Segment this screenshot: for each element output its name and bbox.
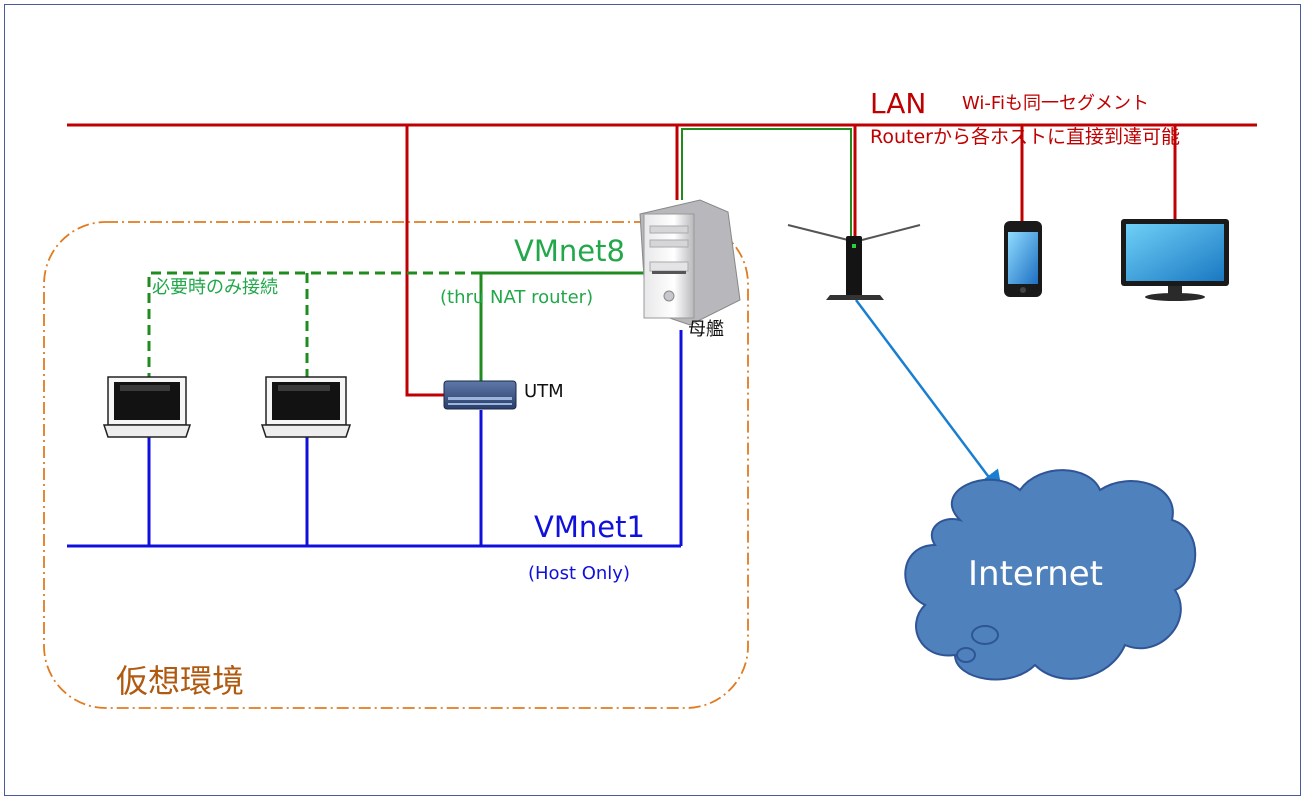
lan-reachability-note: Routerから各ホストに直接到達可能 bbox=[870, 126, 1180, 148]
lan-wifi-note: Wi-Fiも同一セグメント bbox=[962, 93, 1149, 114]
vmnet1-network bbox=[67, 330, 683, 548]
vmnet8-upstream-links bbox=[681, 128, 852, 238]
vmnet8-network bbox=[147, 271, 660, 381]
laptop-2-icon[interactable] bbox=[260, 376, 352, 438]
utm-label: UTM bbox=[524, 381, 564, 402]
ondemand-connection-note: 必要時のみ接続 bbox=[152, 277, 278, 298]
host-tower-icon[interactable] bbox=[639, 199, 741, 326]
host-label: 母艦 bbox=[688, 319, 724, 340]
lan-title: LAN bbox=[870, 87, 927, 120]
internet-label: Internet bbox=[968, 554, 1104, 594]
wifi-router-icon[interactable] bbox=[787, 224, 921, 300]
vmnet8-subtitle: (thru NAT router) bbox=[440, 287, 594, 308]
diagram-frame bbox=[4, 4, 1301, 796]
vmnet8-title: VMnet8 bbox=[514, 234, 625, 268]
virtual-environment-label: 仮想環境 bbox=[116, 662, 245, 700]
desktop-monitor-icon[interactable] bbox=[1121, 219, 1229, 301]
vmnet1-subtitle: (Host Only) bbox=[528, 563, 630, 584]
internet-link-arrow bbox=[855, 299, 1003, 496]
smartphone-icon[interactable] bbox=[1004, 221, 1042, 297]
vmnet1-title: VMnet1 bbox=[534, 510, 645, 544]
internet-cloud[interactable] bbox=[904, 469, 1197, 681]
virtual-environment-boundary bbox=[43, 221, 749, 709]
utm-device-icon[interactable] bbox=[443, 380, 517, 410]
laptop-1-icon[interactable] bbox=[102, 376, 192, 438]
lan-links bbox=[67, 123, 1257, 397]
lan-to-utm-link bbox=[405, 125, 444, 397]
